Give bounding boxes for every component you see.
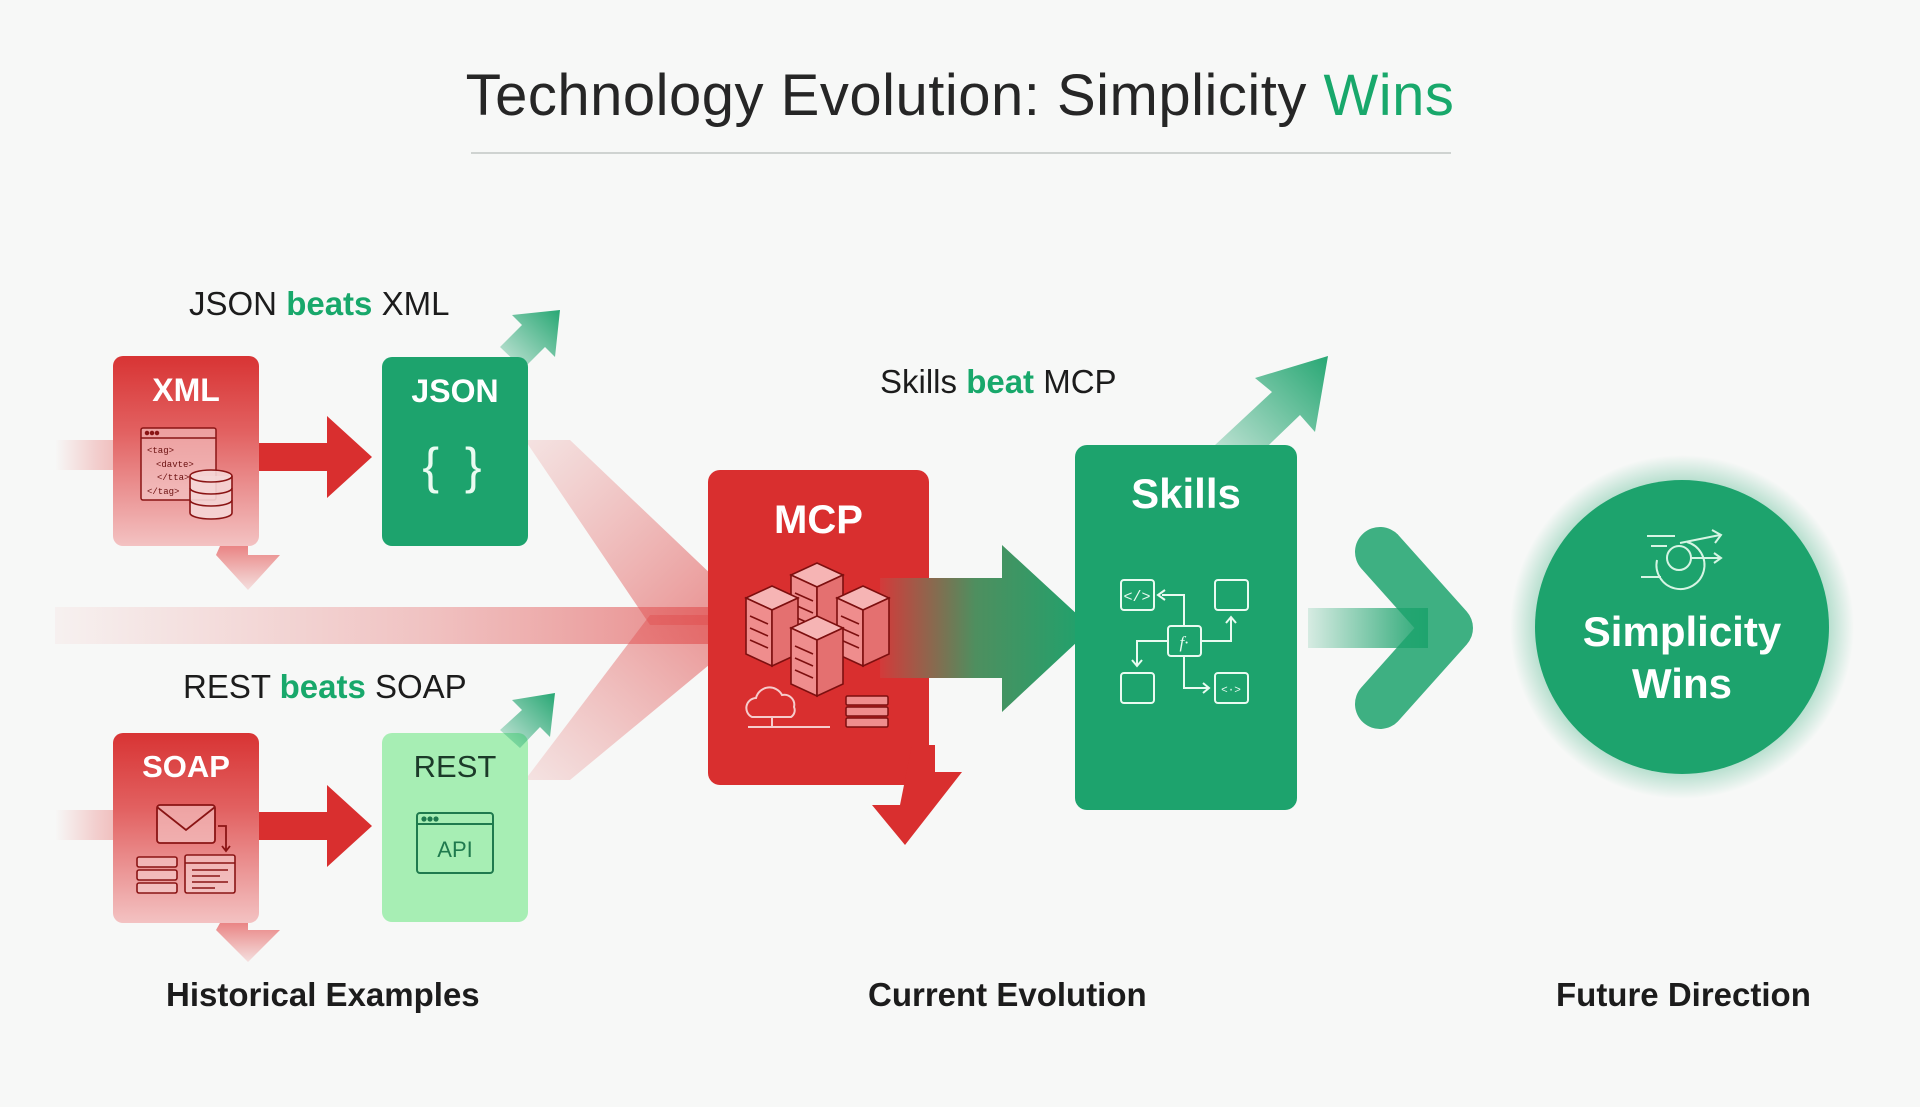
api-window-icon [416, 812, 494, 874]
server-cubes-icon [744, 562, 891, 698]
api-label: API [437, 837, 473, 862]
envelope-icon [156, 804, 231, 853]
footer-current: Current Evolution [868, 976, 1147, 1013]
json-box-label-area: JSON { } [382, 357, 528, 546]
title-divider [471, 152, 1451, 154]
simplicity-circle [1535, 480, 1829, 774]
rest-box-label-area: REST API [382, 733, 528, 922]
svg-text:</>: </> [1123, 589, 1150, 606]
chevron-arrow [1355, 527, 1473, 729]
bottom-diagonal-stream [525, 615, 715, 780]
rest-up-arrow [500, 693, 555, 748]
caption-skills-beat-mcp: Skills beat MCP [880, 363, 1117, 401]
xml-box-label-area: XML [113, 356, 259, 546]
title-accent: Wins [1323, 63, 1455, 128]
empty-node-icon-2 [1120, 672, 1155, 704]
xml-snippet: <tag> <davte> </tta> </tag> [147, 446, 194, 497]
caption-rest-b: beats [279, 668, 366, 705]
xml-to-json-arrow [259, 416, 372, 498]
skills-box-label-area: Skills [1075, 445, 1297, 810]
soap-box-label-area: SOAP [113, 733, 259, 923]
caption-rest-a: REST [183, 668, 280, 705]
target-arrow-icon [1641, 529, 1723, 591]
json-label: JSON [411, 373, 499, 409]
soap-label: SOAP [142, 749, 230, 784]
soap-down-arrow [216, 923, 280, 962]
rest-label: REST [413, 749, 497, 784]
circle-line1: Simplicity [1582, 608, 1782, 655]
simplicity-wins-label: Simplicity Wins [1535, 606, 1829, 710]
top-diagonal-stream [525, 440, 715, 625]
caption-json-c: XML [372, 285, 450, 322]
empty-node-icon [1214, 579, 1249, 611]
soap-to-rest-arrow [259, 785, 372, 867]
xml-snippet-line: <davte> [156, 460, 194, 470]
mcp-down-arrow [872, 745, 962, 845]
caption-rest-beats-soap: REST beats SOAP [183, 668, 467, 706]
page-title: Technology Evolution: Simplicity Wins [0, 62, 1920, 129]
caption-skills-b: beat [966, 363, 1035, 400]
xml-label: XML [152, 372, 220, 408]
caption-json-a: JSON [189, 285, 287, 322]
skills-label: Skills [1131, 470, 1241, 517]
caption-rest-c: SOAP [365, 668, 467, 705]
cloud-icon [745, 686, 830, 728]
skills-up-arrow [1215, 356, 1328, 468]
server-rack-icon [136, 856, 178, 894]
code-arrows-node-icon [1214, 672, 1249, 704]
main-stream [55, 607, 715, 644]
mcp-label: MCP [774, 498, 863, 542]
code-node-icon [1120, 579, 1155, 611]
database-icon [189, 469, 233, 520]
document-window-icon [184, 854, 236, 894]
caption-json-beats-xml: JSON beats XML [189, 285, 449, 323]
xml-down-arrow [216, 546, 280, 590]
mcp-to-skills-arrow [880, 545, 1092, 712]
rest-box [382, 733, 528, 922]
circle-line2: Wins [1632, 660, 1732, 707]
caption-skills-c: MCP [1034, 363, 1117, 400]
json-box [382, 357, 528, 546]
mcp-box-label-area: MCP [708, 470, 929, 785]
skills-graph: </> f· <·> [1120, 579, 1249, 704]
footer-future: Future Direction [1556, 976, 1811, 1013]
xml-snippet-line: </tta> [157, 473, 189, 483]
footer-historical: Historical Examples [166, 976, 480, 1013]
braces-icon: { } [422, 438, 488, 494]
xml-snippet-line: </tag> [147, 487, 179, 497]
caption-json-b: beats [286, 285, 373, 322]
svg-text:f·: f· [1180, 633, 1189, 652]
skills-box [1075, 445, 1297, 810]
server-stack-icon [845, 695, 889, 728]
caption-skills-a: Skills [880, 363, 967, 400]
title-main: Technology Evolution: Simplicity [465, 63, 1324, 128]
xml-snippet-line: <tag> [147, 446, 174, 456]
json-up-arrow [500, 310, 560, 369]
svg-text:<·>: <·> [1221, 685, 1241, 697]
